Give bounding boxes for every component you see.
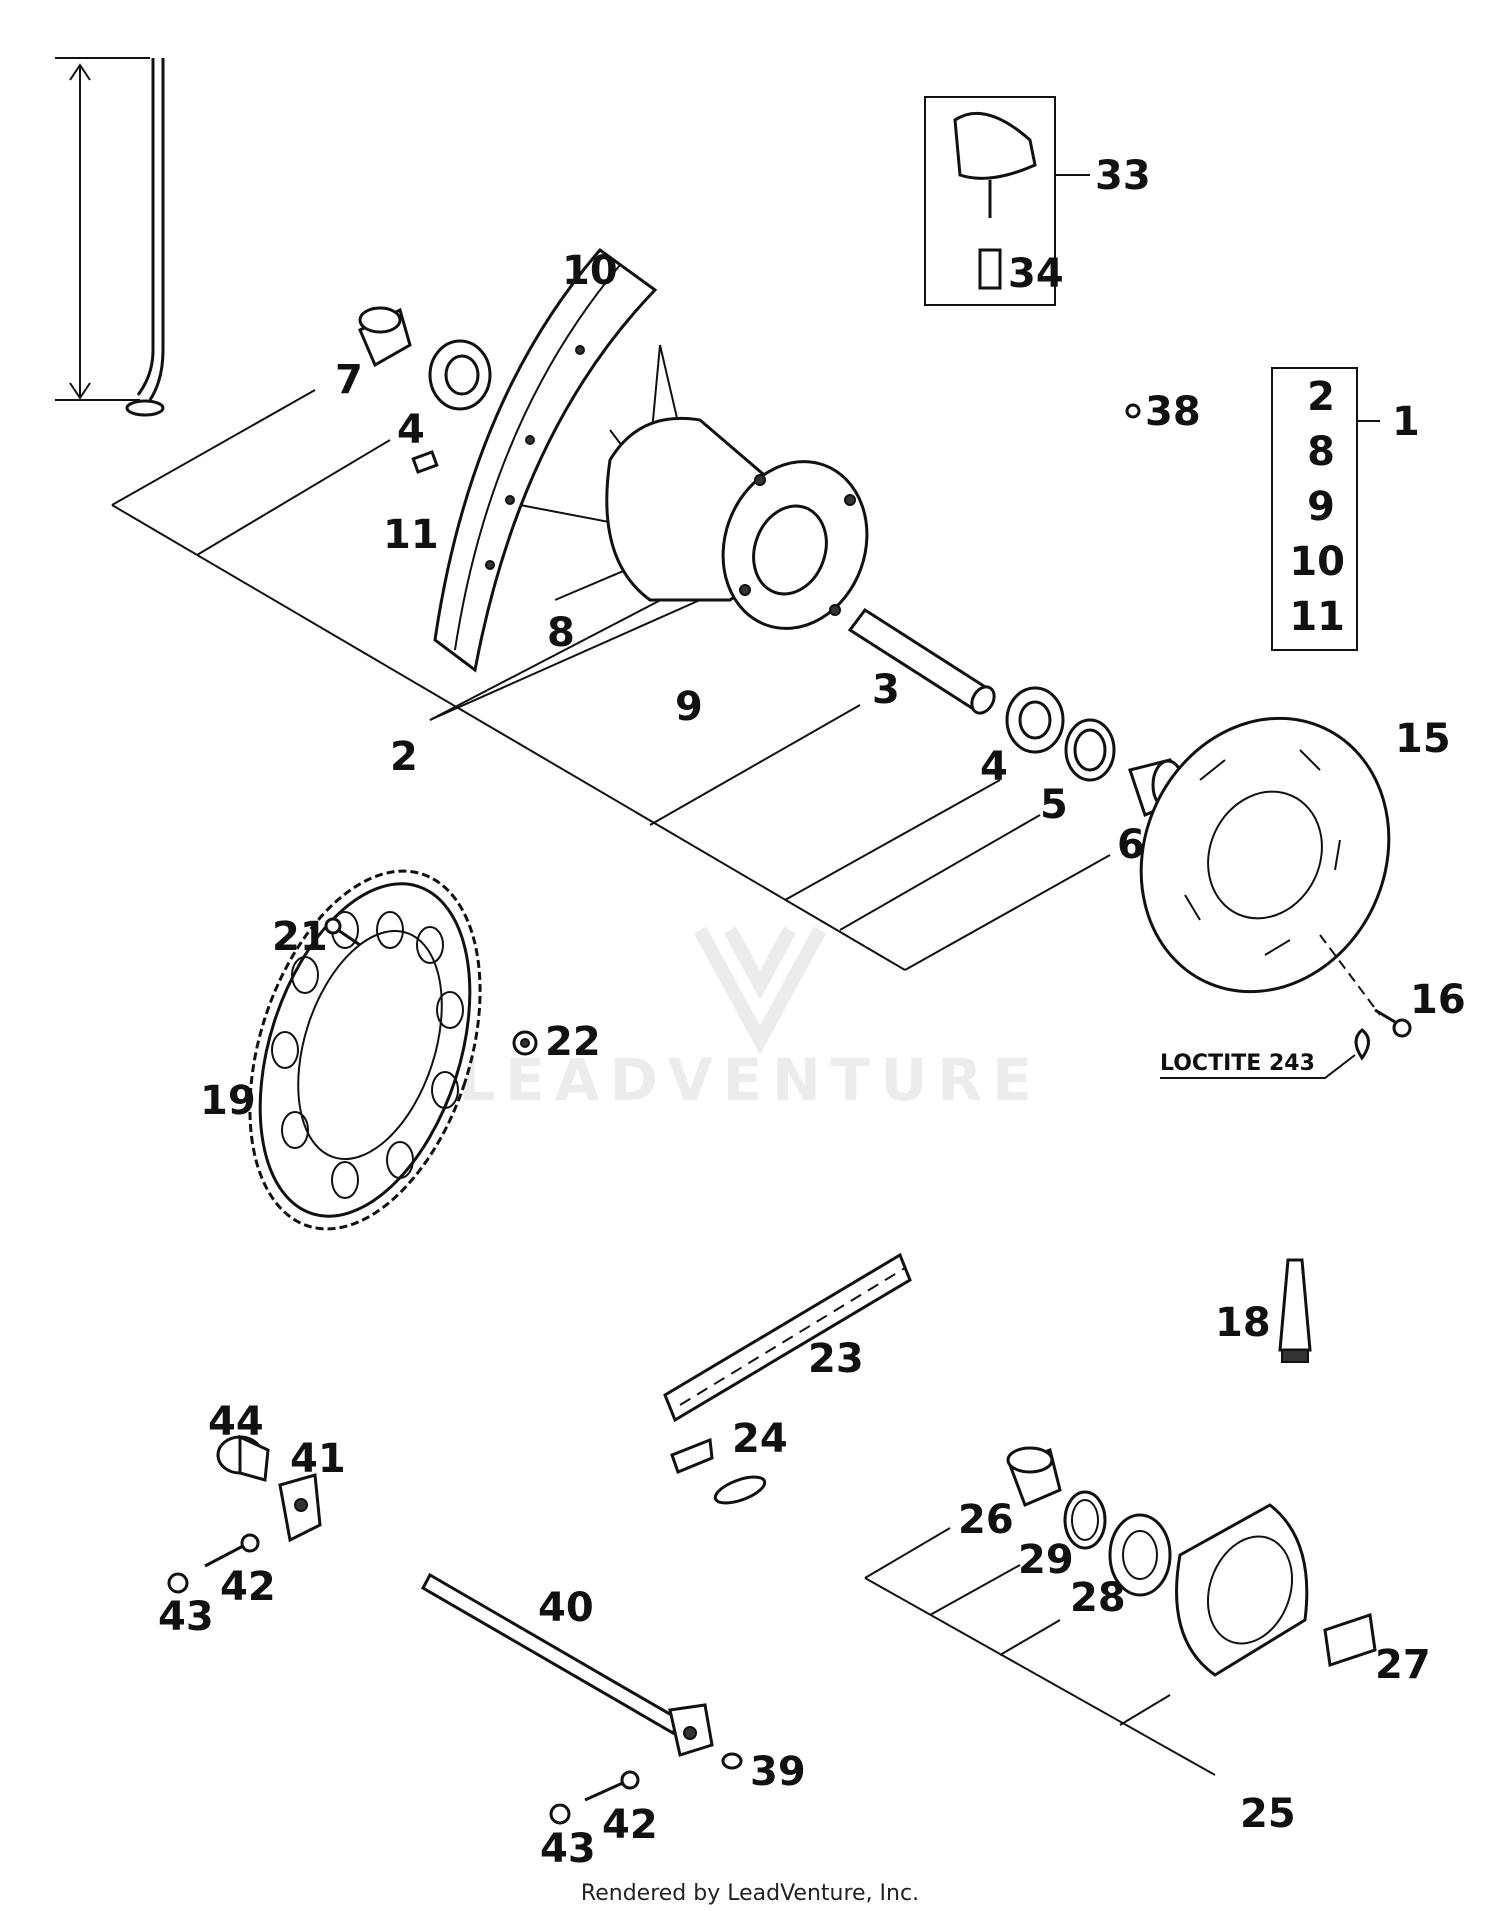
label-8: 8 bbox=[547, 610, 575, 656]
label-40: 40 bbox=[538, 1585, 594, 1631]
bolt-21 bbox=[324, 917, 361, 947]
damper-27 bbox=[1323, 1613, 1377, 1667]
label-3: 3 bbox=[872, 667, 900, 713]
label-43-lower: 43 bbox=[540, 1826, 596, 1872]
spoke-dimension bbox=[55, 57, 165, 417]
label-28: 28 bbox=[1070, 1575, 1126, 1621]
grease-tube bbox=[1278, 1258, 1312, 1363]
kit-entry: 2 bbox=[1307, 374, 1335, 420]
label-2: 2 bbox=[390, 734, 418, 780]
label-26: 26 bbox=[958, 1497, 1014, 1543]
bolt-16 bbox=[1374, 1008, 1412, 1038]
label-44: 44 bbox=[208, 1399, 264, 1445]
label-21: 21 bbox=[272, 914, 328, 960]
sprocket-carrier-25 bbox=[1175, 1503, 1309, 1677]
label-4-right: 4 bbox=[980, 744, 1008, 790]
sprocket bbox=[248, 869, 482, 1231]
label-6: 6 bbox=[1117, 822, 1145, 868]
brake-disc bbox=[1139, 716, 1391, 1016]
spacer-tube-3 bbox=[847, 607, 996, 715]
spacer-26 bbox=[1006, 1446, 1062, 1507]
label-33: 33 bbox=[1095, 153, 1151, 199]
wheel-leader-lines bbox=[111, 389, 1111, 971]
label-23: 23 bbox=[808, 1336, 864, 1382]
kit-box-entries: 2 8 9 10 11 bbox=[1289, 374, 1345, 640]
bearing-right bbox=[1005, 686, 1065, 754]
axle bbox=[420, 1572, 714, 1757]
label-10: 10 bbox=[562, 248, 618, 294]
rim bbox=[433, 247, 658, 673]
label-15: 15 bbox=[1395, 716, 1451, 762]
valve-11 bbox=[411, 450, 439, 474]
loctite-note: LOCTITE 243 bbox=[1160, 1051, 1315, 1076]
plug-39 bbox=[721, 1752, 743, 1770]
label-5: 5 bbox=[1040, 782, 1068, 828]
bearing-left bbox=[428, 339, 492, 411]
kit-entry: 11 bbox=[1289, 594, 1345, 640]
label-27: 27 bbox=[1375, 1642, 1431, 1688]
label-42-lower: 42 bbox=[602, 1802, 658, 1848]
spacer-7 bbox=[358, 306, 412, 368]
label-4-left: 4 bbox=[397, 407, 425, 453]
chain bbox=[663, 1252, 912, 1423]
label-9: 9 bbox=[675, 684, 703, 730]
label-39: 39 bbox=[750, 1749, 806, 1795]
label-1: 1 bbox=[1392, 399, 1420, 445]
label-38: 38 bbox=[1145, 389, 1201, 435]
label-24: 24 bbox=[732, 1416, 788, 1462]
label-43-upper: 43 bbox=[158, 1594, 214, 1640]
watermark-logo bbox=[693, 926, 827, 1055]
watermark: LEADVENTURE bbox=[458, 926, 1042, 1114]
seal-29 bbox=[1063, 1490, 1107, 1550]
label-29: 29 bbox=[1018, 1537, 1074, 1583]
label-7: 7 bbox=[335, 357, 363, 403]
label-34: 34 bbox=[1008, 251, 1064, 297]
label-19: 19 bbox=[200, 1078, 256, 1124]
bolt-42-upper bbox=[204, 1533, 260, 1568]
part-labels: 1 2 3 4 4 5 6 7 8 9 10 11 15 16 18 19 21… bbox=[158, 153, 1466, 1872]
nut-22 bbox=[512, 1030, 538, 1056]
nut-43-lower bbox=[549, 1803, 571, 1825]
kit-entry: 9 bbox=[1307, 484, 1335, 530]
kit-entry: 8 bbox=[1307, 429, 1335, 475]
collar-44 bbox=[216, 1434, 270, 1482]
kit-entry: 10 bbox=[1289, 539, 1345, 585]
kit-box bbox=[1271, 367, 1380, 651]
seal-5 bbox=[1064, 718, 1116, 782]
loctite-drop bbox=[1160, 1028, 1370, 1079]
watermark-text: LEADVENTURE bbox=[458, 1046, 1042, 1114]
footer-credit: Rendered by LeadVenture, Inc. bbox=[581, 1881, 919, 1906]
plug-38 bbox=[1125, 403, 1141, 419]
nut-43-upper bbox=[167, 1572, 189, 1594]
bolt-42-lower bbox=[584, 1770, 640, 1802]
label-41: 41 bbox=[290, 1436, 346, 1482]
master-link bbox=[670, 1437, 767, 1505]
hub bbox=[605, 416, 869, 630]
bearing-28 bbox=[1108, 1513, 1172, 1597]
label-25: 25 bbox=[1240, 1791, 1296, 1837]
label-42-upper: 42 bbox=[220, 1564, 276, 1610]
label-22: 22 bbox=[545, 1019, 601, 1065]
cush-drive-leader-lines bbox=[864, 1527, 1216, 1776]
chain-adjuster-41 bbox=[278, 1473, 322, 1543]
tube-valve-box bbox=[924, 96, 1090, 306]
label-18: 18 bbox=[1215, 1300, 1271, 1346]
label-11: 11 bbox=[383, 512, 439, 558]
label-16: 16 bbox=[1410, 977, 1466, 1023]
